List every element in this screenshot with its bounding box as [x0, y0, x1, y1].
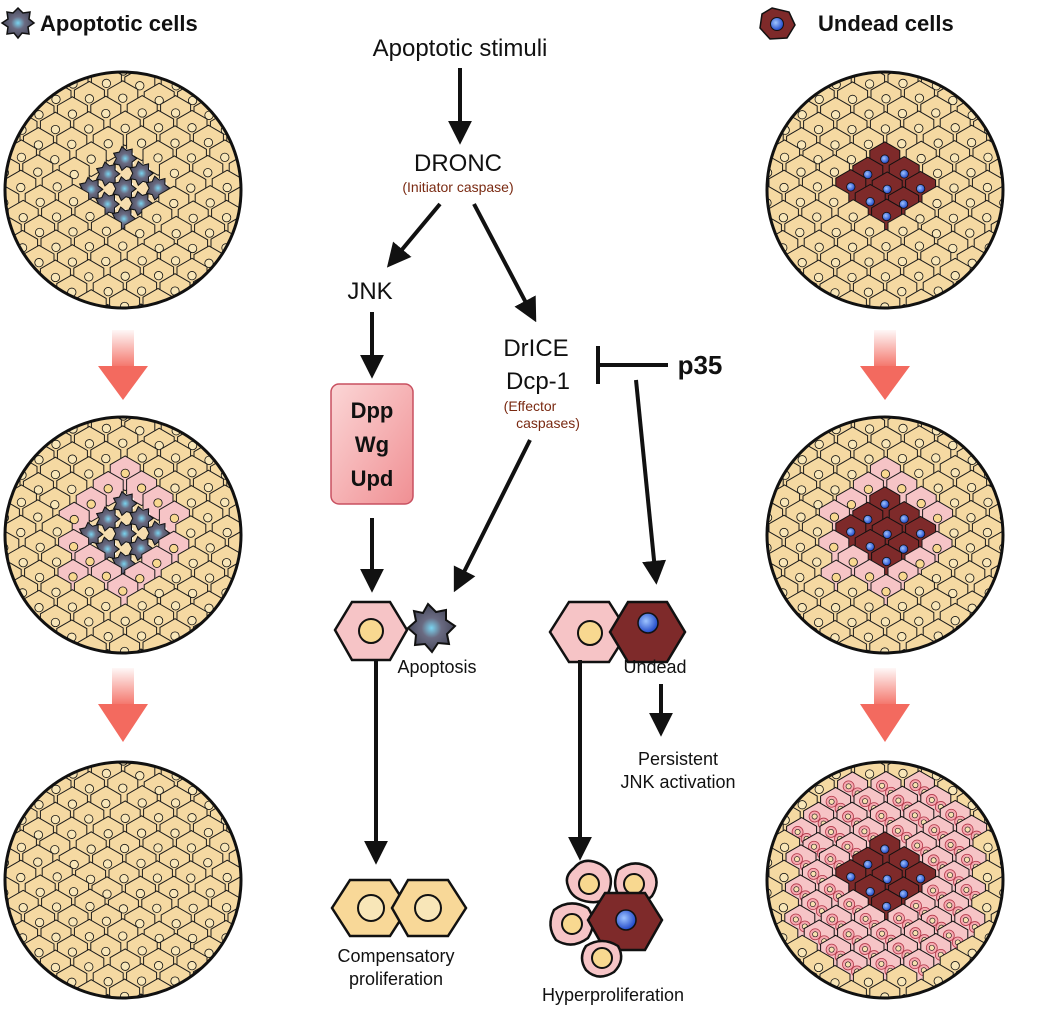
signal-dpp: Dpp [351, 398, 394, 423]
apoptosis-cell-pair [333, 600, 457, 662]
effector-subtitle-2: caspases) [516, 415, 580, 431]
p35-inhibition [596, 346, 668, 384]
hyperproliferation-label: Hyperproliferation [542, 985, 684, 1005]
jnk-label: JNK [347, 278, 392, 305]
disc-undead-early [765, 70, 1005, 310]
compensatory-label-2: proliferation [349, 969, 443, 989]
undead-header: Undead cells [759, 7, 954, 40]
effector-subtitle-1: (Effector [504, 398, 557, 414]
disc-undead-middle [765, 415, 1005, 655]
apoptotic-header: Apoptotic cells [0, 6, 198, 40]
signal-box: Dpp Wg Upd [330, 383, 414, 505]
apoptotic-header-title: Apoptotic cells [40, 11, 198, 36]
persistent-label-2: JNK activation [620, 772, 735, 792]
undead-header-title: Undead cells [818, 11, 954, 36]
signal-upd: Upd [351, 466, 394, 491]
hyper-undead-nucleus [615, 909, 637, 931]
drice-label: DrICE [503, 335, 568, 362]
p35-label: p35 [678, 350, 723, 380]
persistent-label-1: Persistent [638, 749, 718, 769]
blue-nucleus-icon [770, 17, 784, 31]
apoptosis-label: Apoptosis [397, 657, 476, 677]
stage-arrow-right-2 [860, 668, 910, 742]
stage-arrow-left-1 [98, 330, 148, 400]
neighbor-nucleus [577, 620, 603, 646]
apoptotic-cell-shape [406, 602, 457, 654]
undead-cell-pair [548, 600, 687, 664]
signal-wg: Wg [355, 432, 389, 457]
compensatory-label-1: Compensatory [337, 946, 454, 966]
arrow-dronc-to-jnk [386, 202, 442, 268]
disc-apoptotic-early [3, 70, 243, 310]
apoptotic-stimuli-label: Apoptotic stimuli [373, 35, 548, 62]
hyperproliferation-cluster [549, 859, 664, 978]
disc-apoptotic-regenerated [3, 760, 243, 1000]
dronc-subtitle: (Initiator caspase) [402, 179, 513, 195]
dcp1-label: Dcp-1 [506, 368, 570, 395]
normal-nucleus-left [357, 894, 385, 922]
undead-nucleus [637, 612, 659, 634]
arrow-p35-to-undead [634, 379, 667, 585]
arrow-effector-to-apoptosis [453, 439, 532, 593]
dronc-label: DRONC [414, 150, 502, 177]
normal-nucleus-right [414, 894, 442, 922]
stage-arrow-right-1 [860, 330, 910, 400]
living-cell-nucleus [358, 618, 384, 644]
stage-arrow-left-2 [98, 668, 148, 742]
disc-apoptotic-middle [3, 415, 243, 655]
arrow-dronc-to-drice [472, 203, 537, 323]
undead-label: Undead [623, 657, 686, 677]
apoptotic-cell-icon [0, 6, 36, 40]
compensatory-cell-pair [330, 878, 468, 938]
disc-undead-overgrown [765, 760, 1005, 1000]
